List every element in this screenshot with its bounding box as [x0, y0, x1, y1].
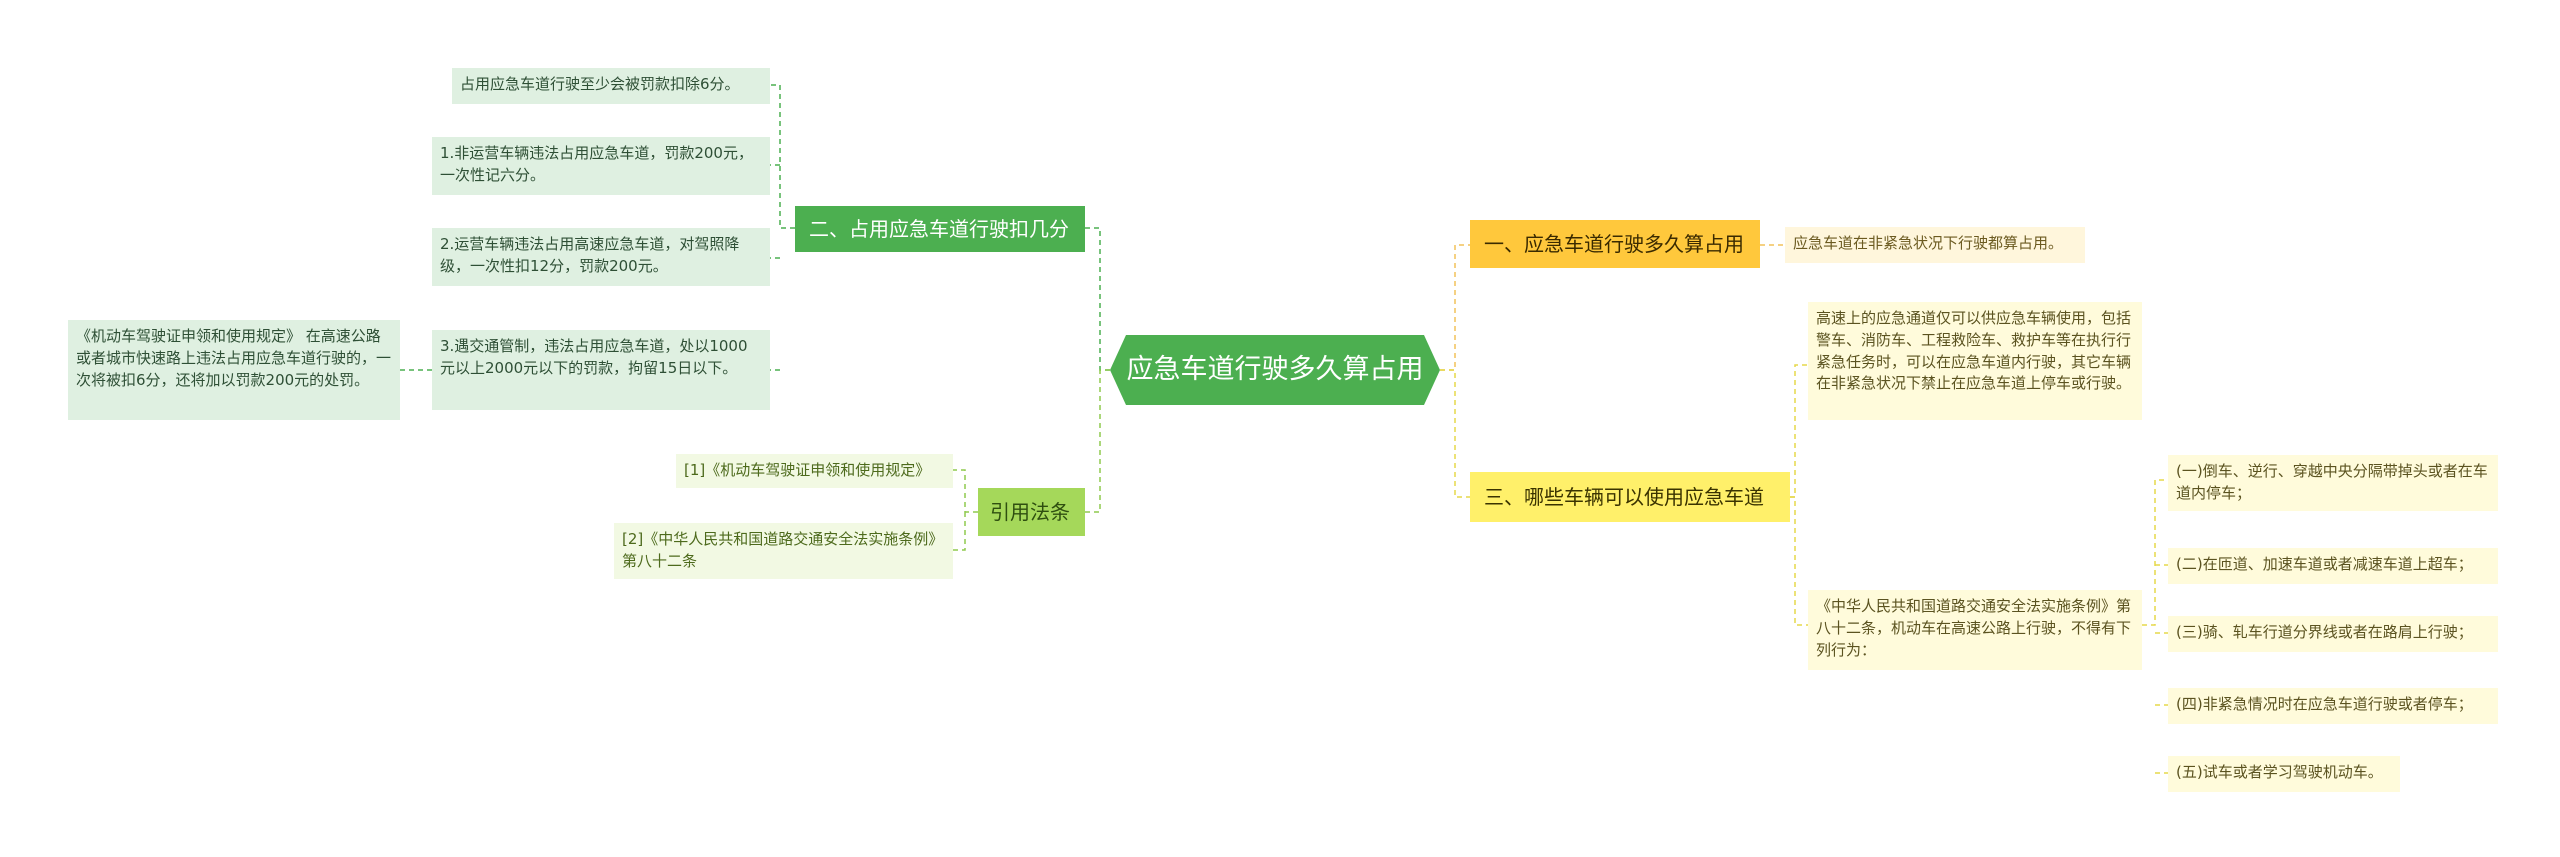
branch-vehicles[interactable]: 三、哪些车辆可以使用应急车道: [1470, 472, 1790, 522]
branch-duration[interactable]: 一、应急车道行驶多久算占用: [1470, 220, 1760, 268]
leaf-vehicles-description[interactable]: 高速上的应急通道仅可以供应急车辆使用，包括警车、消防车、工程救险车、救护车等在执…: [1808, 302, 2142, 420]
leaf-penalty-2[interactable]: 1.非运营车辆违法占用应急车道，罚款200元，一次性记六分。: [432, 137, 770, 195]
branch-refs[interactable]: 引用法条: [978, 488, 1085, 536]
leaf-penalty-1[interactable]: 占用应急车道行驶至少会被罚款扣除6分。: [452, 68, 770, 104]
ref-item-2[interactable]: [2]《中华人民共和国道路交通安全法实施条例》 第八十二条: [614, 523, 953, 579]
ref-item-1[interactable]: [1]《机动车驾驶证申领和使用规定》: [676, 454, 953, 488]
leaf-vehicles-law[interactable]: 《中华人民共和国道路交通安全法实施条例》第八十二条，机动车在高速公路上行驶，不得…: [1808, 590, 2142, 670]
law-item-5[interactable]: (五)试车或者学习驾驶机动车。: [2168, 756, 2400, 792]
root-node[interactable]: 应急车道行驶多久算占用: [1110, 335, 1440, 405]
law-item-2[interactable]: (二)在匝道、加速车道或者减速车道上超车；: [2168, 548, 2498, 584]
leaf-penalty-4[interactable]: 3.遇交通管制，违法占用应急车道，处以1000元以上2000元以下的罚款，拘留1…: [432, 330, 770, 410]
leaf-penalty-3[interactable]: 2.运营车辆违法占用高速应急车道，对驾照降级，一次性扣12分，罚款200元。: [432, 228, 770, 286]
law-item-3[interactable]: (三)骑、轧车行道分界线或者在路肩上行驶；: [2168, 616, 2498, 652]
branch-penalty[interactable]: 二、占用应急车道行驶扣几分: [795, 206, 1085, 252]
law-item-4[interactable]: (四)非紧急情况时在应急车道行驶或者停车；: [2168, 688, 2498, 724]
law-item-1[interactable]: (一)倒车、逆行、穿越中央分隔带掉头或者在车道内停车；: [2168, 455, 2498, 511]
leaf-duration[interactable]: 应急车道在非紧急状况下行驶都算占用。: [1785, 227, 2085, 263]
leaf-penalty-rule[interactable]: 《机动车驾驶证申领和使用规定》 在高速公路或者城市快速路上违法占用应急车道行驶的…: [68, 320, 400, 420]
